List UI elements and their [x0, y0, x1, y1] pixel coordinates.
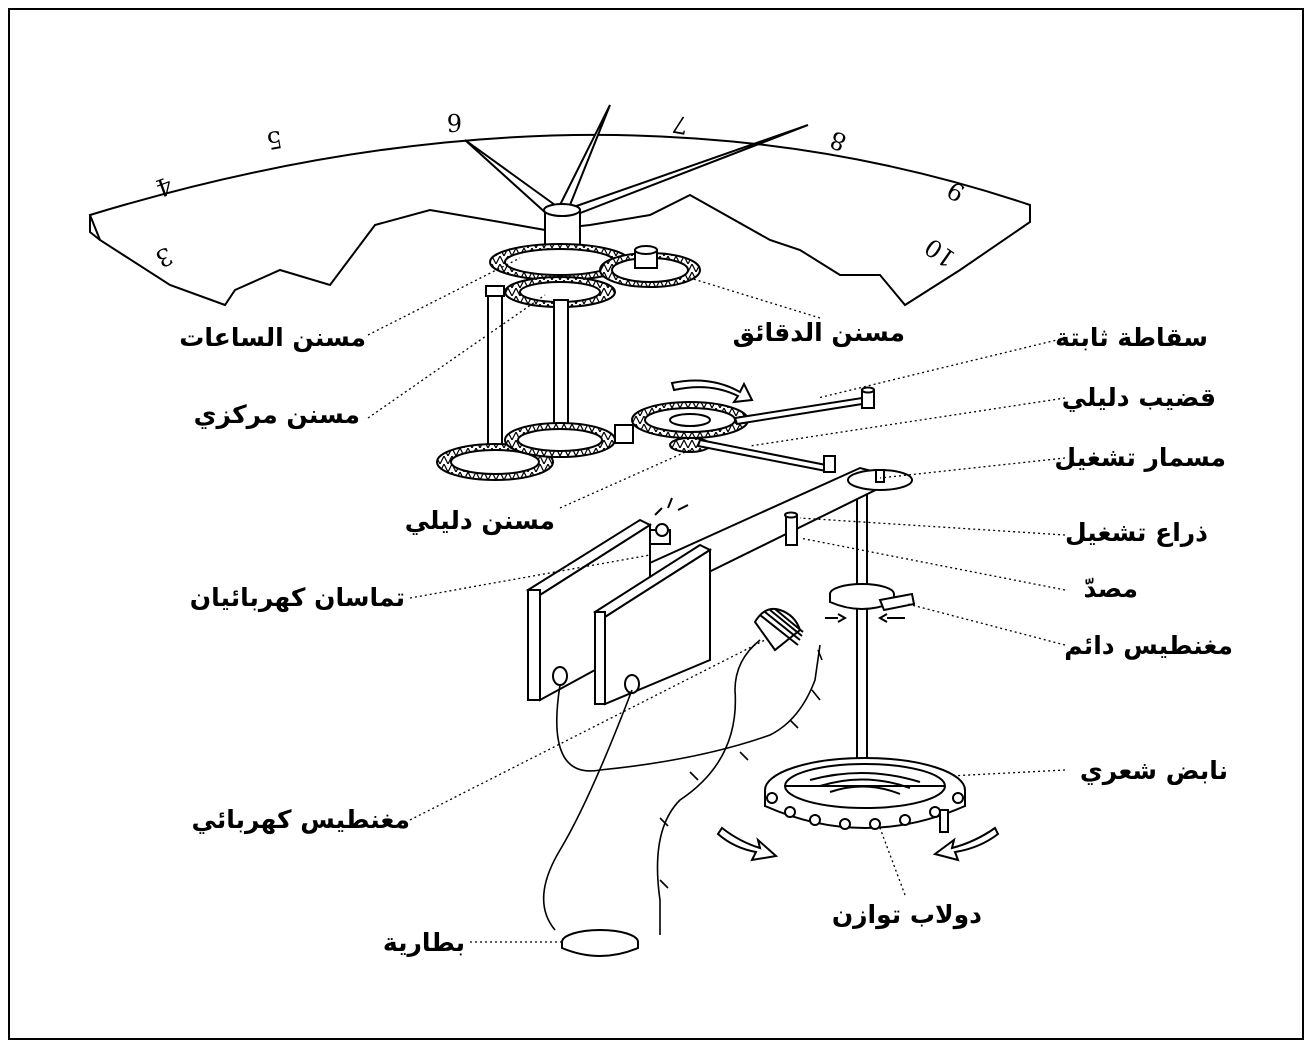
- label-index-rod: قضيب دليلي: [1061, 383, 1216, 412]
- leader-stop: [799, 537, 1066, 591]
- label-impulse-lever: ذراع تشغيل: [1064, 518, 1208, 547]
- balance-rotation-arrows: [716, 826, 1000, 862]
- label-center-wheel: مسنن مركزي: [193, 400, 360, 429]
- electrical-contacts: [525, 497, 713, 706]
- leader-minute-wheel: [689, 277, 821, 319]
- numeral-5: 5: [264, 124, 284, 154]
- leader-contacts: [409, 554, 651, 599]
- label-permanent-magnet: مغنطيس دائم: [1064, 631, 1233, 660]
- permanent-magnet: [825, 583, 916, 623]
- battery: [561, 929, 639, 957]
- leader-impulse-lever: [799, 517, 1066, 536]
- leader-electromagnet: [409, 639, 766, 821]
- label-electromagnet: مغنطيس كهربائي: [191, 805, 410, 834]
- label-stop: مصدّ: [1083, 574, 1138, 603]
- leader-lines: [367, 257, 1066, 943]
- rotation-arrow-top: [670, 379, 754, 404]
- leader-balance-wheel: [879, 827, 906, 896]
- leader-index-wheel: [559, 449, 691, 509]
- fixed-pawl: [733, 386, 875, 426]
- electromagnet-coil: [753, 607, 804, 652]
- label-balance-wheel: دولاب توازن: [831, 900, 982, 929]
- shafts: [485, 285, 868, 779]
- label-fixed-pawl: سقاطة ثابتة: [1055, 323, 1208, 352]
- leader-impulse-pin: [879, 457, 1066, 479]
- leader-center-wheel: [367, 294, 546, 419]
- leader-index-rod: [749, 397, 1066, 447]
- lower-gear-train: [436, 401, 749, 481]
- central-gear-stack: [489, 203, 701, 308]
- label-impulse-pin: مسمار تشغيل: [1054, 443, 1226, 472]
- leader-fixed-pawl: [817, 337, 1066, 399]
- numeral-7: 7: [670, 109, 690, 139]
- leader-permanent-magnet: [907, 603, 1066, 646]
- circuit-wires: [542, 639, 823, 935]
- numeral-6: 6: [447, 108, 462, 136]
- label-index-wheel: مسنن دليلي: [404, 506, 555, 535]
- label-hairspring: نابض شعري: [1079, 756, 1228, 785]
- leader-hairspring: [949, 769, 1066, 777]
- balance-wheel: [764, 757, 966, 833]
- label-contacts: تماسان كهربائيان: [189, 583, 405, 612]
- label-hour-wheel: مسنن الساعات: [179, 323, 366, 352]
- label-minute-wheel: مسنن الدقائق: [732, 318, 905, 347]
- leader-hour-wheel: [367, 257, 521, 336]
- label-battery: بطارية: [382, 928, 465, 957]
- numeral-8: 8: [826, 125, 850, 157]
- figure-frame: [8, 8, 1304, 1040]
